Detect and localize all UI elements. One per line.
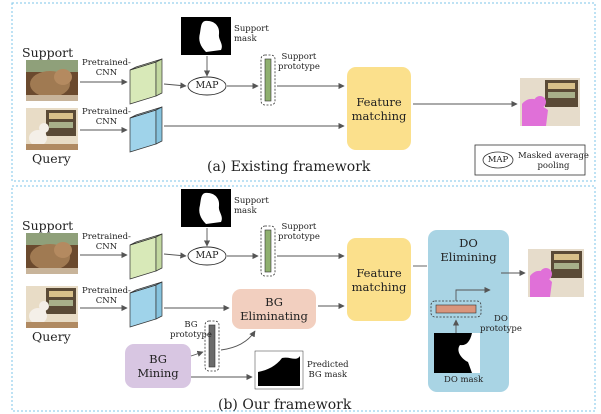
bg-eliminating-label: BG Eliminating <box>240 295 308 323</box>
bg-mining-box <box>125 344 191 388</box>
map-label-b: MAP <box>195 250 219 261</box>
query-label-b: Query <box>32 329 71 344</box>
support-mask-label-a: Support mask <box>234 24 269 44</box>
support-prototype-label-a: Support prototype <box>278 52 320 72</box>
support-prototype-bar-a <box>264 58 272 102</box>
support-mask-a <box>181 17 231 55</box>
feature-matching-label-a: Feature matching <box>351 94 407 123</box>
pretrained-cnn-bottom-a: Pretrained- CNN <box>82 107 131 127</box>
cnn-block-support-a <box>129 58 163 105</box>
predicted-bg-mask <box>254 350 304 390</box>
query-label-a: Query <box>32 151 71 166</box>
support-label-b: Support <box>22 218 74 233</box>
predicted-bg-mask-label: Predicted BG mask <box>307 360 349 380</box>
support-prototype-label-b: Support prototype <box>278 222 320 242</box>
do-prototype-label: DO prototype <box>480 314 522 334</box>
do-mask-label: DO mask <box>444 375 484 385</box>
support-prototype-frame-a <box>260 54 276 106</box>
arrow-b-doproto-up <box>455 286 491 301</box>
feature-matching-box-a <box>347 67 411 150</box>
map-node-b <box>187 246 227 266</box>
map-label-a: MAP <box>195 80 219 91</box>
arrow-b-mining-proto <box>190 350 204 357</box>
cnn-block-support-b <box>129 233 163 280</box>
caption-a: (a) Existing framework <box>207 159 371 175</box>
support-image-b <box>26 233 78 274</box>
support-image-a <box>26 60 78 101</box>
support-mask-label-b: Support mask <box>234 196 269 216</box>
bg-mining-label: BG Mining <box>137 352 179 380</box>
bg-prototype-label: BG prototype <box>170 320 212 340</box>
pretrained-cnn-bottom-b: Pretrained- CNN <box>82 286 131 306</box>
cnn-block-query-a <box>129 106 163 153</box>
bg-prototype-frame <box>204 320 220 372</box>
legend-map-label: MAP <box>487 155 509 165</box>
result-image-a <box>520 78 580 126</box>
query-image-a <box>26 108 78 150</box>
query-image-b <box>26 286 78 328</box>
support-label-a: Support <box>22 45 74 60</box>
arrow-a-cnn-map <box>163 82 187 89</box>
map-node-a <box>187 76 227 96</box>
do-prototype-bar <box>435 304 477 314</box>
arrow-b-cnn-map <box>163 252 187 259</box>
pretrained-cnn-top-b: Pretrained- CNN <box>82 232 131 252</box>
do-eliminating-label: DO Elimining <box>440 236 497 264</box>
feature-matching-box-b <box>347 238 411 321</box>
caption-b: (b) Our framework <box>218 397 352 413</box>
do-mask <box>434 333 480 373</box>
support-prototype-frame-b <box>260 225 276 277</box>
support-prototype-bar-b <box>264 229 272 273</box>
legend-text: Masked average pooling <box>518 151 589 171</box>
result-image-b <box>528 249 584 297</box>
bg-eliminating-box <box>232 289 316 329</box>
feature-matching-label-b: Feature matching <box>351 265 407 294</box>
arrow-b-bgproto-bge <box>220 330 256 351</box>
bg-prototype-bar <box>208 324 216 368</box>
pretrained-cnn-top-a: Pretrained- CNN <box>82 58 131 78</box>
legend-map-ellipse <box>482 151 514 169</box>
support-mask-b <box>181 189 231 227</box>
cnn-block-query-b <box>129 281 163 328</box>
panel-a-border <box>11 2 596 182</box>
